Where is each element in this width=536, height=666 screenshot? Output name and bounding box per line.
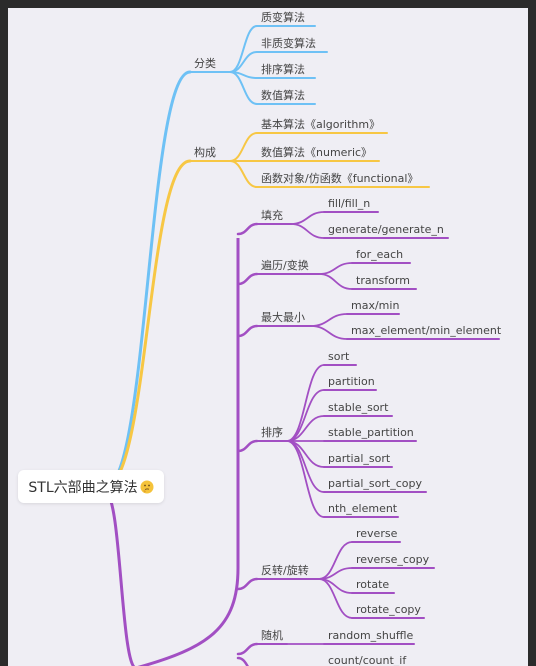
category-leaf[interactable]: 数值算法 bbox=[261, 88, 305, 102]
algorithm-leaf[interactable]: count/count_if bbox=[328, 654, 407, 666]
algorithm-group-node[interactable]: 填充 bbox=[261, 208, 283, 222]
algorithm-group-edge bbox=[236, 577, 259, 591]
algorithm-leaf-edge bbox=[318, 273, 353, 290]
category-leaf[interactable]: 质变算法 bbox=[261, 10, 305, 24]
category-leaf-edge bbox=[229, 25, 258, 73]
algorithm-leaf[interactable]: generate/generate_n bbox=[328, 223, 444, 236]
root-label: STL六部曲之算法 bbox=[28, 479, 138, 496]
algorithm-leaf[interactable]: fill/fill_n bbox=[328, 197, 370, 210]
algorithm-group-node[interactable]: 遍历/变换 bbox=[261, 258, 309, 272]
algorithm-leaf[interactable]: reverse bbox=[356, 527, 398, 540]
algorithm-leaf-edge bbox=[318, 262, 353, 275]
algorithm-leaf[interactable]: rotate bbox=[356, 578, 389, 591]
composition-leaf[interactable]: 函数对象/仿函数《functional》 bbox=[261, 171, 418, 185]
composition-leaf-edge bbox=[229, 160, 258, 188]
algorithm-leaf-edge bbox=[290, 223, 325, 239]
algorithm-leaf[interactable]: partition bbox=[328, 375, 375, 388]
algorithm-leaf-edge bbox=[286, 440, 325, 518]
algorithm-group-node[interactable]: 排序 bbox=[261, 425, 283, 439]
composition-leaf[interactable]: 基本算法《algorithm》 bbox=[261, 117, 380, 131]
branch-edge-algorithms-trunk bbox=[104, 492, 136, 666]
algorithm-leaf[interactable]: max/min bbox=[351, 299, 399, 312]
algorithm-leaf-edge bbox=[318, 578, 353, 619]
algorithm-group-edge bbox=[236, 656, 249, 666]
algorithm-leaf[interactable]: max_element/min_element bbox=[351, 324, 502, 337]
algorithm-leaf[interactable]: nth_element bbox=[328, 502, 398, 515]
composition-leaf[interactable]: 数值算法《numeric》 bbox=[261, 145, 372, 159]
algorithm-group-edge bbox=[236, 439, 259, 453]
algorithm-group-edge bbox=[236, 222, 259, 236]
algorithm-leaf-edge bbox=[290, 211, 325, 225]
category-node[interactable]: 分类 bbox=[194, 56, 216, 70]
root-node[interactable]: STL六部曲之算法 bbox=[18, 470, 164, 503]
category-leaf-edge bbox=[229, 51, 258, 73]
algorithm-group-node[interactable]: 随机 bbox=[261, 628, 283, 642]
thinking-face-icon bbox=[140, 480, 154, 493]
category-leaf[interactable]: 非质变算法 bbox=[261, 36, 316, 50]
category-leaf[interactable]: 排序算法 bbox=[261, 62, 305, 76]
algorithm-leaf-edge bbox=[310, 313, 348, 327]
algorithm-leaf[interactable]: partial_sort_copy bbox=[328, 477, 422, 490]
algorithm-leaf[interactable]: stable_sort bbox=[328, 401, 389, 414]
algorithm-leaf[interactable]: random_shuffle bbox=[328, 629, 413, 642]
algorithm-leaf[interactable]: for_each bbox=[356, 248, 403, 261]
algorithm-leaf[interactable]: partial_sort bbox=[328, 452, 391, 465]
category-leaf-edge bbox=[229, 71, 258, 105]
branch-edge-category bbox=[104, 70, 192, 488]
algorithm-group-edge bbox=[236, 642, 259, 656]
algorithm-leaf[interactable]: rotate_copy bbox=[356, 603, 421, 616]
algorithm-group-node[interactable]: 反转/旋转 bbox=[261, 563, 309, 577]
algorithm-leaf[interactable]: reverse_copy bbox=[356, 553, 430, 566]
algorithm-group-edge bbox=[236, 272, 259, 286]
composition-node[interactable]: 构成 bbox=[194, 145, 216, 159]
branch-edge-composition bbox=[104, 159, 192, 488]
algorithm-leaf[interactable]: stable_partition bbox=[328, 426, 414, 439]
algorithms-trunk bbox=[137, 238, 240, 666]
algorithm-group-node[interactable]: 最大最小 bbox=[261, 310, 305, 324]
algorithm-leaf[interactable]: sort bbox=[328, 350, 350, 363]
algorithm-leaf[interactable]: transform bbox=[356, 274, 410, 287]
algorithm-group-edge bbox=[236, 324, 259, 338]
algorithm-leaf-edge bbox=[286, 389, 325, 442]
mindmap-canvas: 分类 质变算法非质变算法排序算法数值算法构成 基本算法《algorithm》数值算法… bbox=[8, 8, 528, 666]
composition-leaf-edge bbox=[229, 132, 258, 162]
algorithm-leaf-edge bbox=[310, 325, 348, 340]
